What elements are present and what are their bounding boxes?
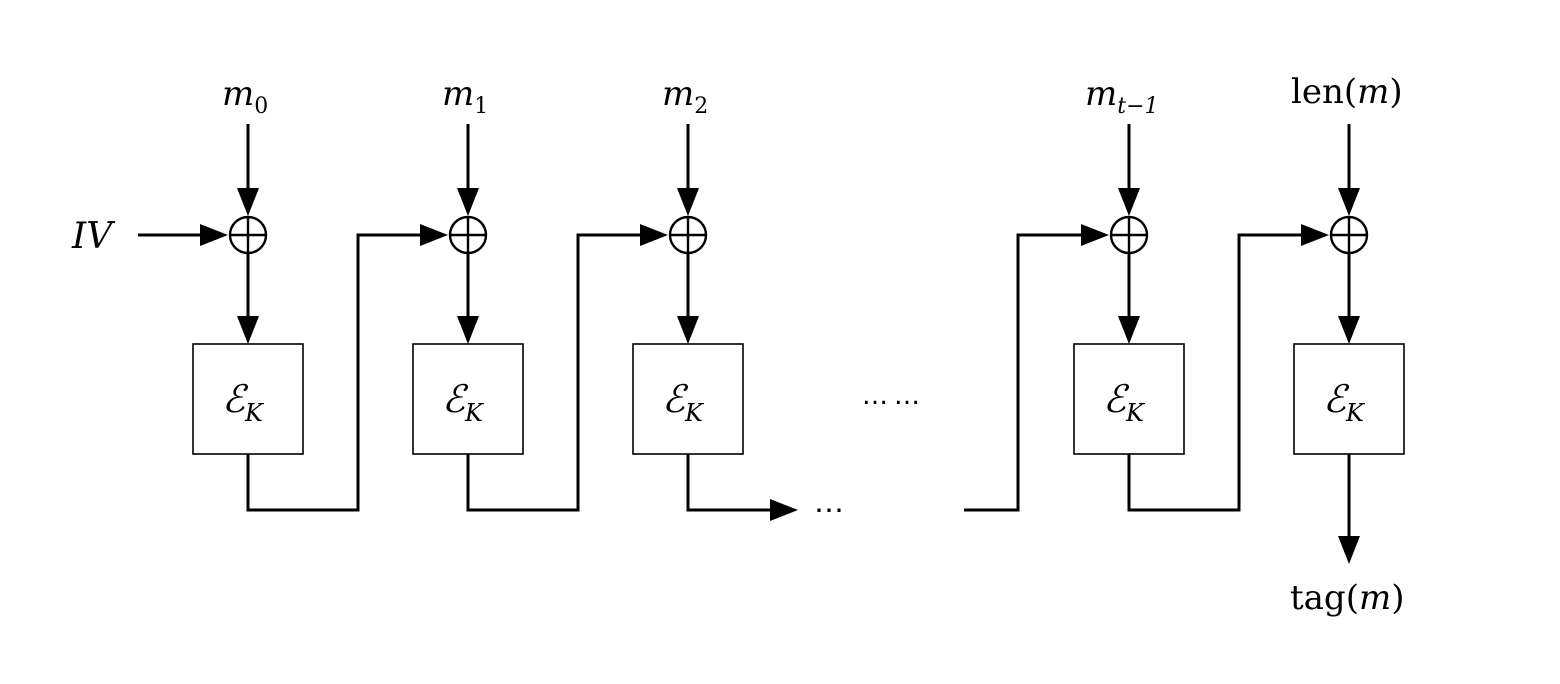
xor-node-0 xyxy=(228,215,268,255)
ellipsis-chain: ⋯ xyxy=(814,493,844,528)
input-m2-sub: 2 xyxy=(694,94,708,119)
encryption-block-3: ℰK xyxy=(1073,343,1185,455)
input-arrow-len xyxy=(1338,188,1360,216)
encryption-symbol-3: ℰ xyxy=(1103,377,1130,421)
input-m1-sub: 1 xyxy=(474,94,488,119)
xor-node-1 xyxy=(448,215,488,255)
encryption-block-4: ℰK xyxy=(1293,343,1405,455)
input-arrow-m2 xyxy=(677,188,699,216)
input-arrow-m0 xyxy=(237,188,259,216)
chain-wire-3-4 xyxy=(1127,233,1301,512)
chain-wire-2-out xyxy=(686,454,772,512)
chain-wire-in-3 xyxy=(964,233,1081,512)
input-label-mt1: mt−1 xyxy=(1085,74,1159,119)
input-mt1-sub: t−1 xyxy=(1117,94,1158,119)
iv-arrow xyxy=(200,224,228,246)
encryption-label-1: ℰK xyxy=(442,377,485,427)
chain-arrow-0-1 xyxy=(420,224,448,246)
xor-to-block-wires xyxy=(237,253,1360,344)
encryption-sub-2: K xyxy=(684,399,705,427)
encryption-sub-4: K xyxy=(1345,399,1366,427)
xor-node-4 xyxy=(1329,215,1369,255)
output-close: ) xyxy=(1391,578,1404,618)
encryption-box-1 xyxy=(412,343,524,455)
input-label-m2: m2 xyxy=(662,74,708,119)
encryption-symbol-0: ℰ xyxy=(222,377,249,421)
input-m1-name: m xyxy=(442,74,474,114)
encryption-symbol-1: ℰ xyxy=(442,377,469,421)
iv-label: IV xyxy=(71,216,116,257)
xor-block-arrow-3 xyxy=(1118,316,1140,344)
xor-block-arrow-0 xyxy=(237,316,259,344)
xor-block-arrow-2 xyxy=(677,316,699,344)
encryption-box-4 xyxy=(1293,343,1405,455)
chain-wire-0-1 xyxy=(246,233,420,512)
encryption-sub-1: K xyxy=(464,399,485,427)
encryption-box-2 xyxy=(632,343,744,455)
encryption-sub-3: K xyxy=(1125,399,1146,427)
encryption-label-2: ℰK xyxy=(662,377,705,427)
xor-block-arrow-4 xyxy=(1338,316,1360,344)
input-label-m1: m1 xyxy=(442,74,488,119)
iv-label-main: IV xyxy=(71,216,116,257)
encryption-label-3: ℰK xyxy=(1103,377,1146,427)
xor-node-3 xyxy=(1109,215,1149,255)
input-label-m0: m0 xyxy=(222,74,268,119)
chain-arrow-2-out xyxy=(770,499,798,521)
encryption-sub-0: K xyxy=(244,399,265,427)
input-m2-name: m xyxy=(662,74,694,114)
output-arrow xyxy=(1338,536,1360,564)
encryption-block-1: ℰK xyxy=(412,343,524,455)
output-label: tag(m) xyxy=(1290,578,1404,618)
chain-arrow-in-3 xyxy=(1081,224,1109,246)
output-fn: tag( xyxy=(1290,578,1359,618)
encryption-block-2: ℰK xyxy=(632,343,744,455)
len-arg: m xyxy=(1357,72,1389,112)
input-m0-sub: 0 xyxy=(254,94,268,119)
len-fn: len( xyxy=(1291,72,1357,112)
input-m0-name: m xyxy=(222,74,254,114)
encryption-box-0 xyxy=(192,343,304,455)
input-arrow-mt1 xyxy=(1118,188,1140,216)
input-arrow-m1 xyxy=(457,188,479,216)
encryption-label-0: ℰK xyxy=(222,377,265,427)
ellipsis-middle: …… xyxy=(862,381,926,411)
encryption-symbol-4: ℰ xyxy=(1323,377,1350,421)
encryption-symbol-2: ℰ xyxy=(662,377,689,421)
encryption-label-4: ℰK xyxy=(1323,377,1366,427)
chain-wires xyxy=(246,224,1329,521)
chain-arrow-1-2 xyxy=(640,224,668,246)
xor-block-arrow-1 xyxy=(457,316,479,344)
encryption-block-0: ℰK xyxy=(192,343,304,455)
len-close: ) xyxy=(1389,72,1402,112)
input-mt1-name: m xyxy=(1085,74,1117,114)
input-wires xyxy=(237,124,1360,216)
output-arg: m xyxy=(1359,578,1391,618)
encryption-box-3 xyxy=(1073,343,1185,455)
xor-node-2 xyxy=(668,215,708,255)
chain-arrow-3-4 xyxy=(1301,224,1329,246)
input-label-len: len(m) xyxy=(1291,72,1403,112)
chain-wire-1-2 xyxy=(466,233,640,512)
